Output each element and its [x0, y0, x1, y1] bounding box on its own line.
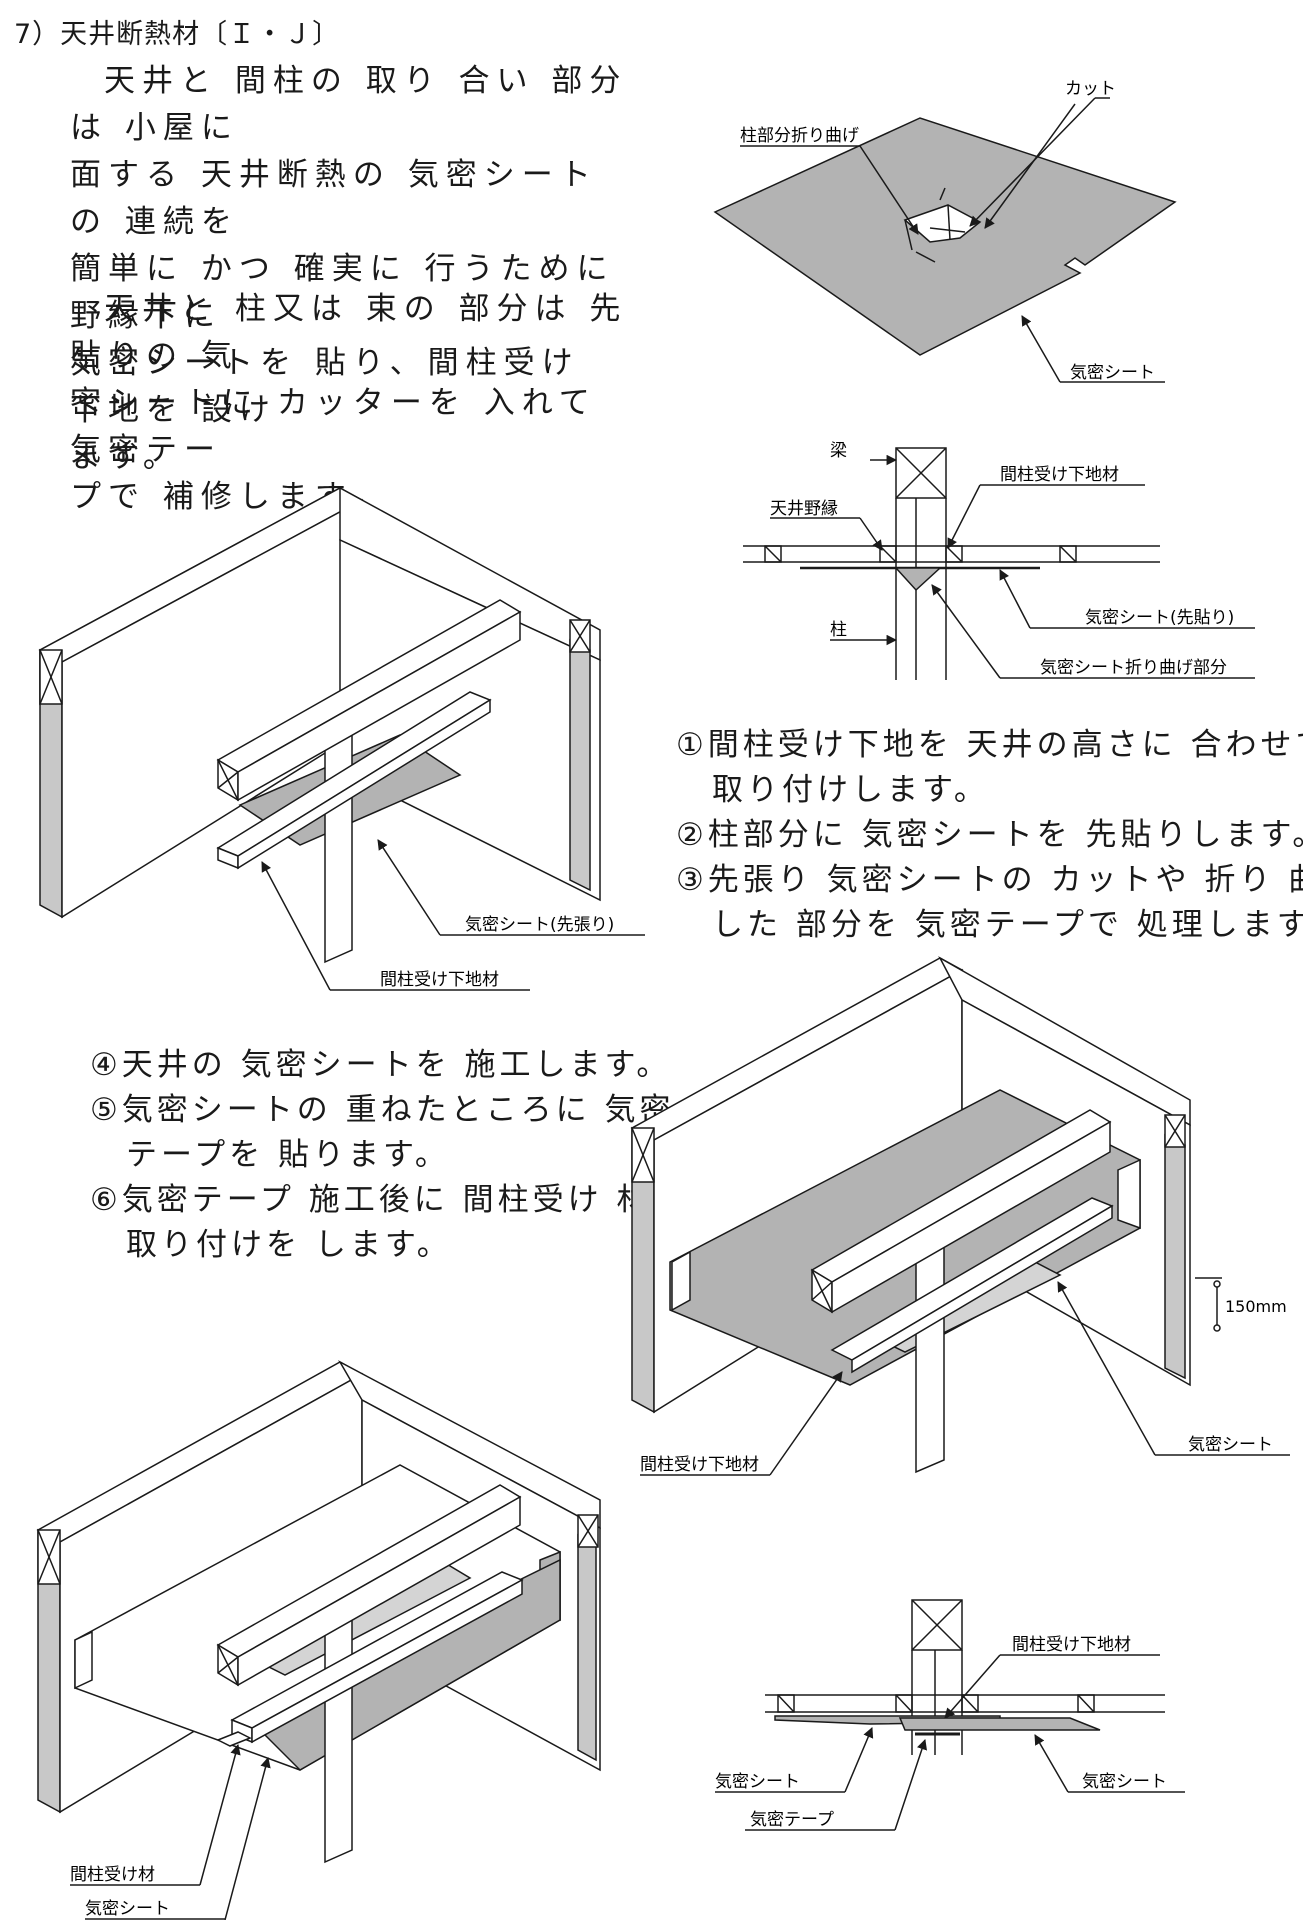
- fig2-label-post: 柱: [830, 620, 847, 640]
- fig6-label-sheet-left: 気密シート: [715, 1772, 800, 1792]
- fig5-isometric-step6: [36, 1360, 601, 1920]
- step-6-cont: 取り付けを します。: [126, 1227, 452, 1263]
- intro-p1-line-4: 気密シートを 貼り、間柱受け 下地を 設け: [70, 345, 580, 428]
- fig2-leader-receiver: [947, 484, 981, 549]
- fig5-label-sheet: 気密シート: [85, 1899, 170, 1919]
- step-6: ⑥気密テープ 施工後に 間柱受け 材の: [90, 1182, 687, 1218]
- fig2-label-joist: 天井野縁: [770, 499, 838, 519]
- step-3-cont: した 部分を 気密テープで 処理します。: [712, 907, 1303, 943]
- intro-p1-line-3: 簡単に かつ 確実に 行うために 野縁下に: [70, 251, 615, 334]
- step-5-cont: テープを 貼ります。: [126, 1137, 450, 1173]
- fig6-leader-tape: [894, 1739, 927, 1831]
- step-1-cont: 取り付けします。: [712, 772, 989, 808]
- intro-p1-line-5: ます。: [70, 439, 181, 475]
- fig6-leader-receiver: [944, 1654, 1001, 1719]
- steps-1-to-3: ①間柱受け下地を 天井の高さに 合わせて 取り付けします。 ②柱部分に 気密シー…: [676, 723, 1303, 948]
- intro-p1-line-1: 天井と 間柱の 取り 合い 部分は 小屋に: [70, 63, 628, 146]
- fig6-label-tape: 気密テープ: [750, 1810, 834, 1830]
- fig3-leader-sheet: [377, 839, 441, 936]
- fig5-leader-sheet: [224, 1756, 271, 1920]
- fig2-fold-part: [894, 567, 942, 592]
- fig4-leader-sheet: [1057, 1281, 1156, 1456]
- fig6-leader-sheet-l: [844, 1727, 874, 1793]
- fig2-beam: [895, 447, 947, 499]
- section-heading: 7）天井断熱材〔Ｉ・Ｊ〕: [14, 19, 341, 50]
- intro-paragraph-1: 天井と 間柱の 取り 合い 部分は 小屋に 面する 天井断熱の 気密シートの 連…: [70, 58, 630, 481]
- intro-p2-line-2: 密シートに カッターを 入れて 気密テー: [70, 385, 597, 468]
- step-2: ②柱部分に 気密シートを 先貼りします。: [676, 817, 1303, 853]
- fig6-beam: [911, 1599, 963, 1651]
- fig4-isometric-step4: [630, 956, 1290, 1476]
- fig2-label-receiver: 間柱受け下地材: [1000, 465, 1119, 485]
- intro-p1-line-2: 面する 天井断熱の 気密シートの 連続を: [70, 157, 598, 240]
- fig6-sheet-right: [898, 1717, 1101, 1731]
- fig2-section-detail: [743, 447, 1255, 680]
- fig3-label-receiver: 間柱受け下地材: [380, 970, 499, 990]
- fig3-isometric-step1: [38, 486, 645, 991]
- fig1-label-cut: カット: [1065, 79, 1116, 99]
- fig2-label-sheet: 気密シート(先貼り): [1085, 608, 1234, 628]
- fig2-leader-fold: [931, 584, 1001, 679]
- fig4-leader-receiver: [769, 1371, 843, 1476]
- fig1-label-fold: 柱部分折り曲げ: [740, 126, 859, 146]
- fig4-label-sheet: 気密シート: [1188, 1435, 1273, 1455]
- step-4: ④天井の 気密シートを 施工します。: [90, 1047, 672, 1083]
- step-5: ⑤気密シートの 重ねたところに 気密: [90, 1092, 675, 1128]
- fig4-label-receiver: 間柱受け下地材: [640, 1455, 759, 1475]
- fig3-leader-receiver: [261, 861, 331, 991]
- step-3: ③先張り 気密シートの カットや 折り 曲げ: [676, 862, 1303, 898]
- fig2-leader-joist: [859, 517, 883, 551]
- fig5-leader-receiver: [199, 1743, 241, 1886]
- fig1-leader-cut-2: [984, 103, 1076, 229]
- intro-p2-line-1: 天井と 柱又は 束の 部分は 先貼りの 気: [70, 291, 628, 374]
- fig3-label-sheet: 気密シート(先張り): [465, 915, 614, 935]
- fig1-leader-fold: [859, 145, 919, 235]
- fig6-label-sheet-right: 気密シート: [1082, 1772, 1167, 1792]
- fig2-label-fold: 気密シート折り曲げ部分: [1040, 658, 1227, 678]
- step-1: ①間柱受け下地を 天井の高さに 合わせて: [676, 727, 1303, 763]
- fig1-sheet-cut-diagram: [713, 97, 1177, 383]
- fig5-post: [324, 1600, 353, 1864]
- fig6-leader-sheet-r: [1034, 1734, 1069, 1793]
- steps-4-to-6: ④天井の 気密シートを 施工します。 ⑤気密シートの 重ねたところに 気密 テー…: [90, 1043, 687, 1268]
- fig1-leader-sheet: [1021, 315, 1061, 383]
- fig5-label-receiver: 間柱受け材: [70, 1865, 155, 1885]
- fig6-section-detail: [715, 1599, 1185, 1831]
- fig1-post-fold-cut: [903, 204, 982, 243]
- fig6-label-receiver: 間柱受け下地材: [1012, 1635, 1131, 1655]
- fig4-label-dim: 150mm: [1225, 1297, 1287, 1316]
- fig2-leader-sheet: [999, 569, 1031, 629]
- fig1-label-sheet: 気密シート: [1070, 363, 1155, 383]
- fig2-label-beam: 梁: [830, 441, 847, 461]
